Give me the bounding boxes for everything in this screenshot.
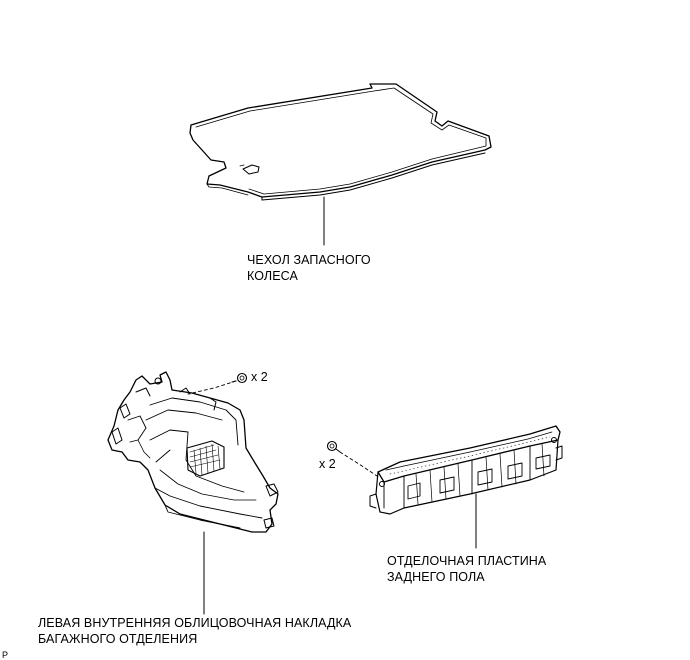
left-luggage-trim-label-line2: БАГАЖНОГО ОТДЕЛЕНИЯ	[38, 632, 198, 646]
figure-code: P	[2, 650, 9, 660]
rear-plate-clip-quantity: x 2	[319, 457, 336, 471]
left-trim-clip-quantity: x 2	[251, 370, 268, 384]
rear-plate-clip-icon	[326, 440, 341, 453]
rear-floor-plate-label-line1: ОТДЕЛОЧНАЯ ПЛАСТИНА	[387, 554, 547, 568]
rear-floor-plate-label: ОТДЕЛОЧНАЯ ПЛАСТИНА ЗАДНЕГО ПОЛА	[387, 553, 546, 585]
left-luggage-trim-label: ЛЕВАЯ ВНУТРЕННЯЯ ОБЛИЦОВОЧНАЯ НАКЛАДКА Б…	[38, 615, 351, 647]
rear-floor-plate-label-line2: ЗАДНЕГО ПОЛА	[387, 570, 485, 584]
left-luggage-trim-label-line1: ЛЕВАЯ ВНУТРЕННЯЯ ОБЛИЦОВОЧНАЯ НАКЛАДКА	[38, 616, 352, 630]
rear-floor-plate-drawing	[326, 425, 563, 549]
spare-wheel-cover-label: ЧЕХОЛ ЗАПАСНОГО КОЛЕСА	[247, 252, 371, 284]
spare-wheel-cover-drawing	[189, 83, 492, 246]
spare-wheel-cover-label-line1: ЧЕХОЛ ЗАПАСНОГО	[247, 253, 371, 267]
spare-wheel-cover-label-line2: КОЛЕСА	[247, 269, 298, 283]
left-luggage-trim-drawing	[107, 371, 279, 615]
